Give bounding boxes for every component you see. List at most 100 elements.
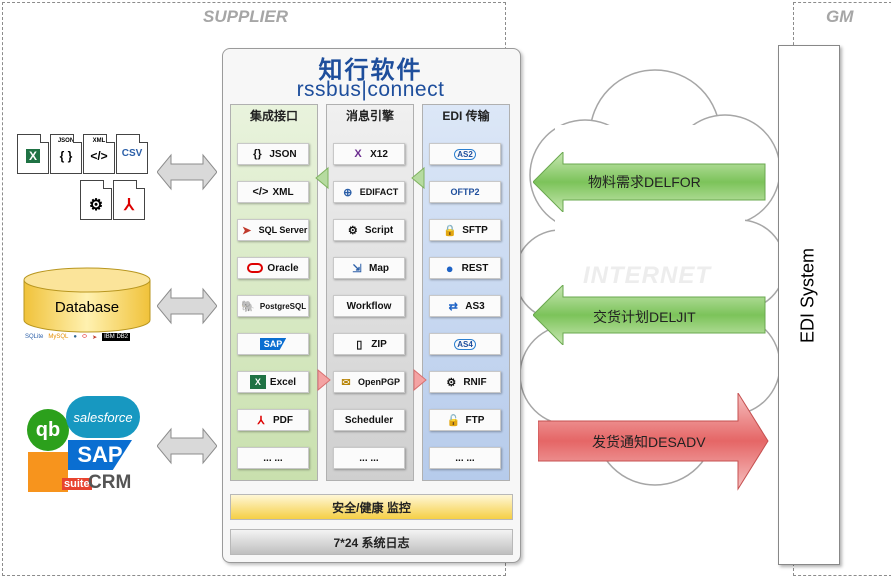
oracle-item: Oracle <box>237 257 309 279</box>
pdf-item: ⅄ PDF <box>237 409 309 431</box>
as4-icon: AS4 <box>454 338 476 350</box>
integration-more-item: ... ... <box>237 447 309 469</box>
brand-name-en: rssbus|connect <box>296 78 445 101</box>
engine-title: 消息引擎 <box>345 109 394 123</box>
lock-envelope-icon: ✉ <box>341 376 351 389</box>
postgres-logo-icon: ● <box>73 334 77 340</box>
workflow-label: Workflow <box>346 300 392 312</box>
as4-item: AS4 <box>429 333 501 355</box>
sqlserver-item: ➤SQL Server <box>237 219 309 241</box>
csv-file-icon: CSV <box>116 134 148 174</box>
as3-label: AS3 <box>465 300 485 312</box>
zip-label: ZIP <box>371 338 387 350</box>
delfor-label: 物料需求DELFOR <box>588 174 701 190</box>
edi-column: EDI 传输 AS2 OFTP2 🔒 SFTP ●REST ⇄ AS3 AS4 ⚙ R… <box>422 104 510 481</box>
sftp-item: 🔒 SFTP <box>429 219 501 241</box>
database-label: Database <box>54 299 120 316</box>
script-label: Script <box>364 224 394 236</box>
oracle-label: Oracle <box>267 262 299 274</box>
rest-item: ●REST <box>429 257 501 279</box>
x12-item: X X12 <box>333 143 405 165</box>
map-icon: ⇲ <box>352 262 362 275</box>
delfor-arrow <box>533 152 766 212</box>
sqlserver-icon: ➤ <box>241 224 252 237</box>
engine-more-item: ... ... <box>333 447 405 469</box>
log-bar: 7*24 系统日志 <box>230 529 513 555</box>
xml-label: XML <box>272 186 294 198</box>
xml-item: </>XML <box>237 181 309 203</box>
postgresql-item: 🐘 PostgreSQL <box>237 295 309 317</box>
rest-icon: ● <box>445 260 454 276</box>
lock-icon: 🔓 <box>446 414 461 427</box>
excel-icon: X <box>249 375 266 389</box>
gears-icon: ⚙ <box>446 376 457 389</box>
rnif-label: RNIF <box>463 376 487 388</box>
x12-icon: X <box>354 148 362 160</box>
scheduler-item: Scheduler <box>333 409 405 431</box>
lock-icon: 🔒 <box>443 224 458 237</box>
internet-label: INTERNET <box>583 262 711 289</box>
gears-icon: ⚙ <box>347 224 358 237</box>
pdf-label: PDF <box>273 414 293 426</box>
postgresql-label: PostgreSQL <box>259 301 307 311</box>
json-item: {} JSON <box>237 143 309 165</box>
edifact-label: EDIFACT <box>359 187 399 197</box>
postgresql-icon: 🐘 <box>241 300 255 313</box>
as2-item: AS2 <box>429 143 501 165</box>
edi-system-label: EDI System <box>797 247 818 344</box>
x12-label: X12 <box>370 148 388 160</box>
ftp-label: FTP <box>465 414 485 426</box>
suite-label: suite <box>62 478 92 490</box>
pdf-file-icon: ⅄ <box>113 180 145 220</box>
integration-column: 集成接口 {} JSON </>XML ➤SQL Server Oracle 🐘 P… <box>230 104 318 481</box>
database-cylinder <box>23 267 151 333</box>
mysql-logo: MySQL <box>48 334 69 340</box>
double-arrow-apps <box>157 427 217 465</box>
excel-file-icon: X <box>17 134 49 174</box>
integration-title: 集成接口 <box>249 109 298 123</box>
sap-item: SAP <box>237 333 309 355</box>
monitor-bar: 安全/健康 监控 <box>230 494 513 520</box>
pdf-icon: ⅄ <box>257 414 265 427</box>
as3-item: ⇄ AS3 <box>429 295 501 317</box>
engine-column: 消息引擎 X X12 ⊕EDIFACT ⚙ Script ⇲Map Workflow… <box>326 104 414 481</box>
db-logos: SQLite MySQL ● ⬭ ➤ IBM DB2 <box>25 333 131 341</box>
sync-icon: ⇄ <box>448 300 458 313</box>
openpgp-item: ✉ OpenPGP <box>333 371 405 393</box>
oracle-logo-icon: ⬭ <box>81 333 88 340</box>
json-label: JSON <box>269 148 297 160</box>
scheduler-label: Scheduler <box>344 414 394 426</box>
xml-icon: </> <box>252 186 269 198</box>
sap-logo: SAP <box>68 440 132 470</box>
crm-label: CRM <box>88 472 132 493</box>
json-icon: {} <box>253 148 262 160</box>
deljit-arrow <box>533 285 766 345</box>
deljit-label: 交货计划DELJIT <box>593 309 696 325</box>
integration-more-label: ... ... <box>263 452 283 464</box>
sap-logo-icon: SAP <box>259 338 287 350</box>
map-item: ⇲Map <box>333 257 405 279</box>
quickbooks-logo-icon: qb <box>27 409 69 451</box>
double-arrow-files <box>157 153 217 191</box>
as2-icon: AS2 <box>454 148 476 160</box>
zip-icon: ▯ <box>356 338 363 351</box>
suitecrm-logo-icon <box>28 452 68 492</box>
openpgp-label: OpenPGP <box>357 377 400 387</box>
engine-more-label: ... ... <box>359 452 379 464</box>
config-file-icon: ⚙ <box>80 180 112 220</box>
desadv-label: 发货通知DESADV <box>592 434 706 450</box>
connector-arrows <box>315 166 427 392</box>
zip-item: ▯ ZIP <box>333 333 405 355</box>
oftp2-item: OFTP2 <box>429 181 501 203</box>
edi-system-box <box>778 45 840 565</box>
oftp2-icon: OFTP2 <box>450 187 480 197</box>
gm-label: GM <box>826 7 854 26</box>
db2-logo: IBM DB2 <box>102 333 131 341</box>
oracle-icon <box>247 261 264 275</box>
edifact-item: ⊕EDIFACT <box>333 181 405 203</box>
sftp-label: SFTP <box>462 224 488 236</box>
workflow-item: Workflow <box>333 295 405 317</box>
edi-title: EDI 传输 <box>442 109 490 123</box>
script-item: ⚙ Script <box>333 219 405 241</box>
